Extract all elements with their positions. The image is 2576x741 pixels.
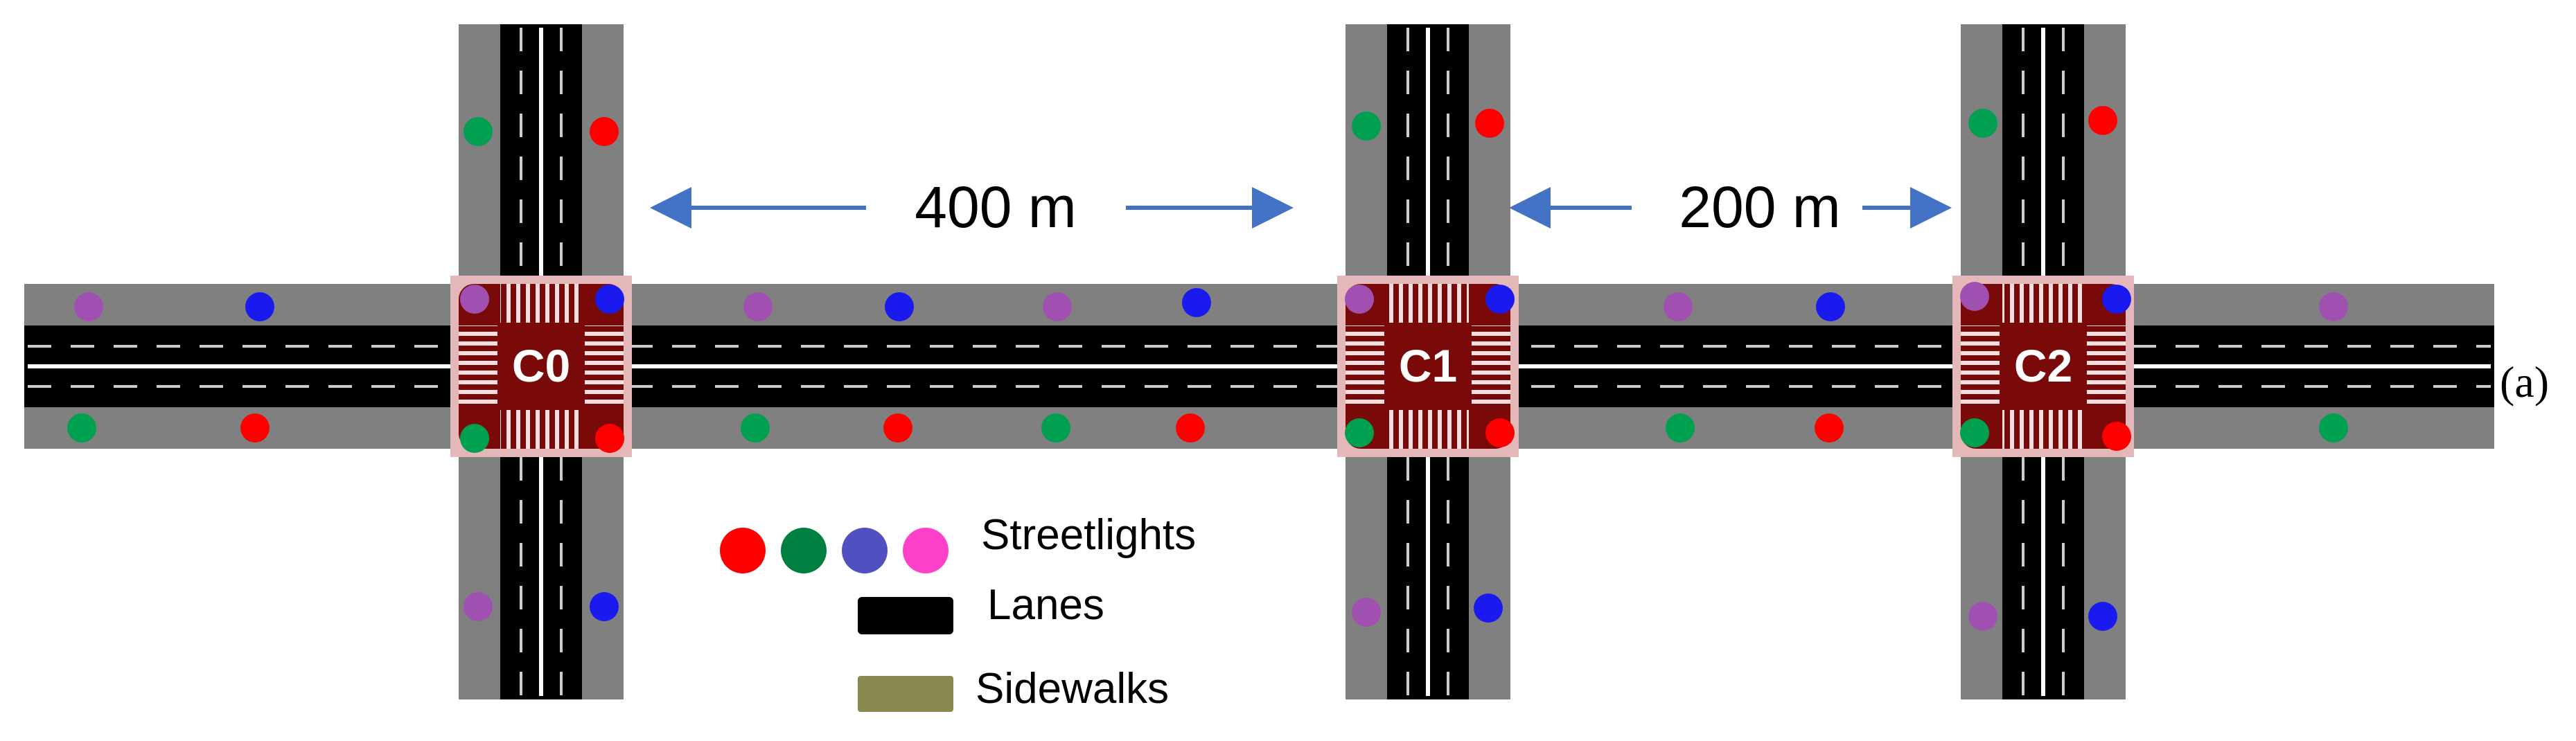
crosswalk-top — [1387, 284, 1469, 323]
streetlight — [1815, 413, 1844, 443]
legend-label-lanes: Lanes — [987, 581, 1104, 629]
streetlight — [2102, 285, 2131, 314]
legend: Streetlights Lanes Sidewalks — [720, 511, 1196, 713]
streetlight — [1485, 418, 1515, 447]
streetlight — [74, 292, 103, 321]
streetlight — [1041, 413, 1070, 443]
distance-200m: 200 m — [1509, 175, 1952, 240]
crosswalk-right — [585, 325, 624, 407]
intersection-core — [459, 284, 624, 449]
streetlight — [1474, 593, 1503, 623]
crosswalk-left — [1961, 325, 2000, 407]
streetlight — [1968, 602, 1997, 631]
streetlight — [590, 117, 619, 146]
legend-swatch-pink — [903, 528, 949, 573]
panel-label: (a) — [2500, 357, 2549, 407]
intersection-core — [1961, 284, 2126, 449]
legend-label-sidewalks: Sidewalks — [976, 665, 1169, 713]
streetlight — [885, 292, 914, 321]
streetlight — [1960, 282, 1989, 311]
crosswalk-bottom — [500, 410, 582, 449]
streetlight — [595, 424, 624, 453]
intersection-label: C0 — [512, 340, 570, 391]
streetlight — [1352, 111, 1381, 141]
distance-label: 200 m — [1679, 175, 1840, 240]
intersection-core — [1346, 284, 1510, 449]
legend-swatch-blue — [842, 528, 888, 573]
streetlight — [1664, 292, 1693, 321]
streetlight — [595, 285, 624, 314]
crosswalk-left — [1346, 325, 1384, 407]
streetlight — [2319, 292, 2348, 321]
crosswalk-top — [500, 284, 582, 323]
streetlight — [2088, 602, 2117, 631]
crosswalk-right — [1472, 325, 1510, 407]
streetlight — [245, 292, 274, 321]
streetlight — [590, 592, 619, 621]
intersection-label: C1 — [1399, 340, 1457, 391]
crosswalk-top — [2002, 284, 2084, 323]
crosswalk-right — [2087, 325, 2126, 407]
streetlight — [67, 413, 96, 443]
streetlight — [464, 117, 493, 146]
streetlight — [460, 285, 489, 314]
streetlight — [1960, 418, 1989, 447]
streetlight — [1176, 413, 1205, 443]
legend-swatch-green — [781, 528, 827, 573]
intersection-label: C2 — [2014, 340, 2072, 391]
crosswalk-bottom — [2002, 410, 2084, 449]
legend-swatch-lanes — [858, 597, 953, 634]
streetlight — [1352, 598, 1381, 627]
streetlight — [1968, 109, 1997, 138]
streetlight — [883, 413, 912, 443]
distance-400m: 400 m — [650, 175, 1294, 240]
crosswalk-bottom — [1387, 410, 1469, 449]
streetlight — [2102, 422, 2131, 451]
streetlight — [1816, 292, 1845, 321]
crosswalk-left — [459, 325, 497, 407]
streetlight — [464, 592, 493, 621]
streetlight — [1485, 285, 1515, 314]
legend-label-streetlights: Streetlights — [981, 511, 1196, 559]
legend-swatch-sidewalks — [858, 676, 953, 712]
streetlight — [460, 424, 489, 453]
legend-swatch-red — [720, 528, 766, 573]
distance-label: 400 m — [915, 175, 1076, 240]
streetlight — [1475, 109, 1504, 138]
streetlight — [2319, 413, 2348, 443]
streetlights — [67, 106, 2348, 631]
streetlight — [240, 413, 270, 443]
streetlight — [1182, 288, 1211, 317]
streetlight — [1666, 413, 1695, 443]
streetlight — [1345, 285, 1374, 314]
streetlight — [1043, 292, 1072, 321]
streetlight — [743, 292, 773, 321]
streetlight — [2088, 106, 2117, 135]
streetlight — [1345, 418, 1374, 447]
streetlight — [741, 413, 770, 443]
